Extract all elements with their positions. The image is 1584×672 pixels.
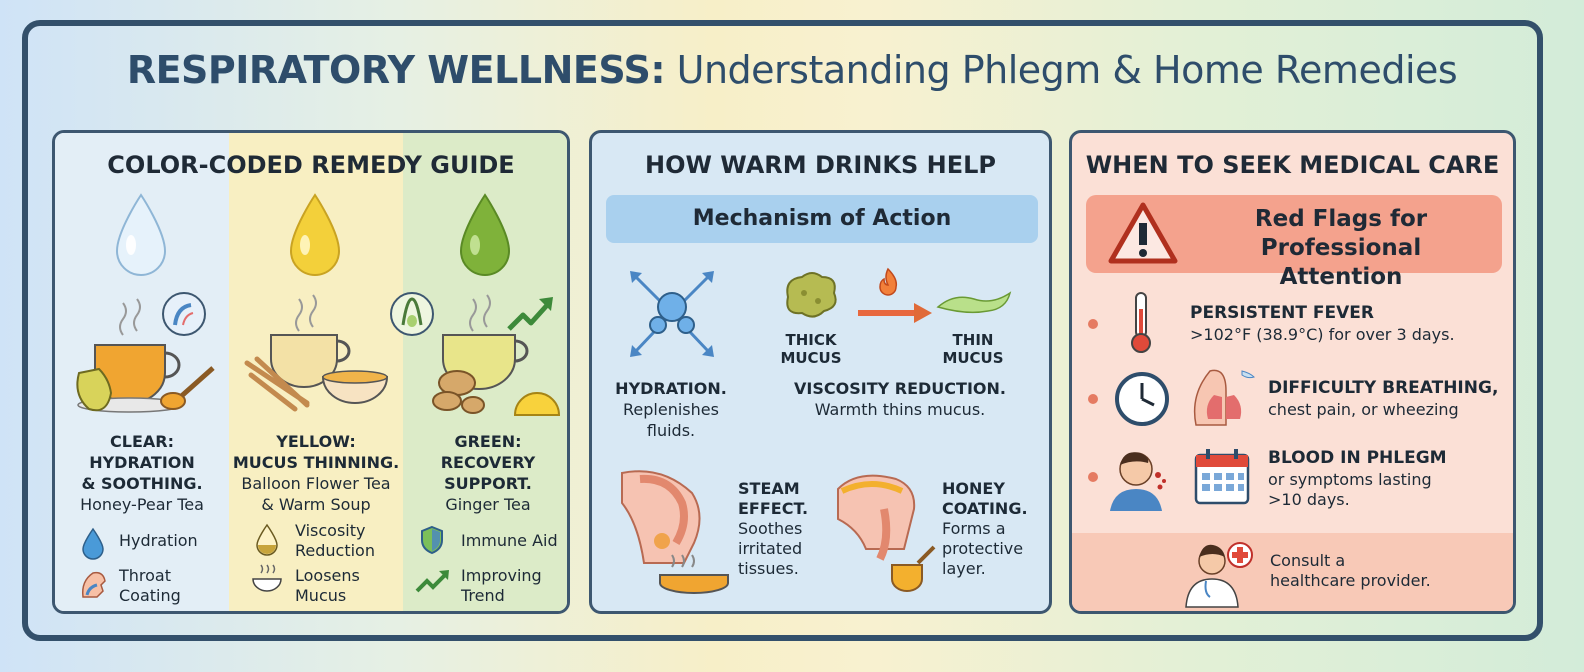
- coughing-person-icon: [1110, 452, 1166, 511]
- remedy-guide-heading: COLOR-CODED REMEDY GUIDE: [107, 151, 515, 179]
- upward-trend-arrow-icon: [507, 297, 553, 331]
- ginger-tea-illustration: [432, 294, 561, 416]
- doctor-icon: [1185, 542, 1253, 608]
- breathing-desc: chest pain, or wheezing: [1268, 400, 1459, 419]
- throat-steam-illustration: [621, 470, 729, 594]
- clock-icon: [1115, 372, 1169, 426]
- yellow-remedy: Balloon Flower Tea& Warm Soup: [241, 474, 391, 514]
- bullet-breathing: [1088, 394, 1098, 404]
- shield-icon: [421, 525, 443, 555]
- clear-remedy: Honey-Pear Tea: [80, 495, 204, 514]
- honey-throat-illustration: [837, 474, 936, 592]
- legend-immune-aid: Immune Aid: [461, 531, 558, 550]
- throat-coating-icon: [81, 571, 106, 598]
- clear-drop-icon: [115, 193, 167, 276]
- water-molecule-icon: [630, 271, 714, 357]
- calendar-icon: [1194, 449, 1250, 505]
- fever-title: PERSISTENT FEVER: [1190, 303, 1375, 323]
- remedy-guide-panel: COLOR-CODED REMEDY GUIDE: [52, 130, 570, 614]
- viscosity-title: VISCOSITY REDUCTION.: [794, 379, 1006, 398]
- viscosity-desc: Warmth thins mucus.: [814, 400, 986, 419]
- breathing-title: DIFFICULTY BREATHING,: [1268, 378, 1499, 398]
- water-drop-icon: [82, 527, 104, 560]
- green-drop-icon: [459, 193, 511, 276]
- warm-drinks-panel: HOW WARM DRINKS HELP Mechanism of Action…: [589, 130, 1052, 614]
- clear-label: CLEAR:HYDRATION& SOOTHING.: [81, 432, 203, 493]
- bullet-fever: [1088, 319, 1098, 329]
- warm-drinks-heading: HOW WARM DRINKS HELP: [644, 151, 997, 179]
- thick-mucus-icon: [786, 272, 837, 318]
- main-frame: [22, 20, 1543, 641]
- warning-icon: [1108, 202, 1178, 264]
- bullet-blood: [1088, 472, 1098, 482]
- hydration-title: HYDRATION.: [615, 379, 727, 398]
- blood-desc: or symptoms lasting>10 days.: [1268, 470, 1432, 509]
- thin-mucus-icon: [936, 291, 1012, 314]
- legend-hydration: Hydration: [119, 531, 198, 550]
- lungs-icon: [1193, 369, 1255, 426]
- steaming-bowl-icon: [252, 564, 282, 592]
- title-rest: Understanding Phlegm & Home Remedies: [665, 48, 1458, 92]
- yellow-label: YELLOW:MUCUS THINNING.: [232, 432, 400, 472]
- mucus-thinning-icon: [390, 292, 434, 336]
- green-remedy: Ginger Tea: [445, 495, 531, 514]
- flame-icon: [879, 267, 898, 296]
- honey-pear-tea-illustration: [76, 298, 215, 413]
- fever-desc: >102°F (38.9°C) for over 3 days.: [1190, 325, 1455, 344]
- consult-band: [1072, 533, 1513, 611]
- balloon-flower-tea-illustration: [244, 294, 389, 412]
- throat-icon: [162, 292, 206, 336]
- medical-care-heading: WHEN TO SEEK MEDICAL CARE: [1085, 151, 1500, 179]
- trend-up-icon: [415, 570, 449, 593]
- page-title: RESPIRATORY WELLNESS: Understanding Phle…: [0, 48, 1584, 92]
- yellow-drop-icon: [289, 193, 341, 276]
- blood-title: BLOOD IN PHLEGM: [1268, 448, 1447, 468]
- arrow-right-icon: [858, 303, 932, 323]
- title-bold: RESPIRATORY WELLNESS:: [126, 48, 666, 92]
- thermometer-icon: [1131, 292, 1151, 353]
- viscosity-drop-icon: [256, 523, 278, 556]
- mechanism-banner: Mechanism of Action: [606, 195, 1038, 243]
